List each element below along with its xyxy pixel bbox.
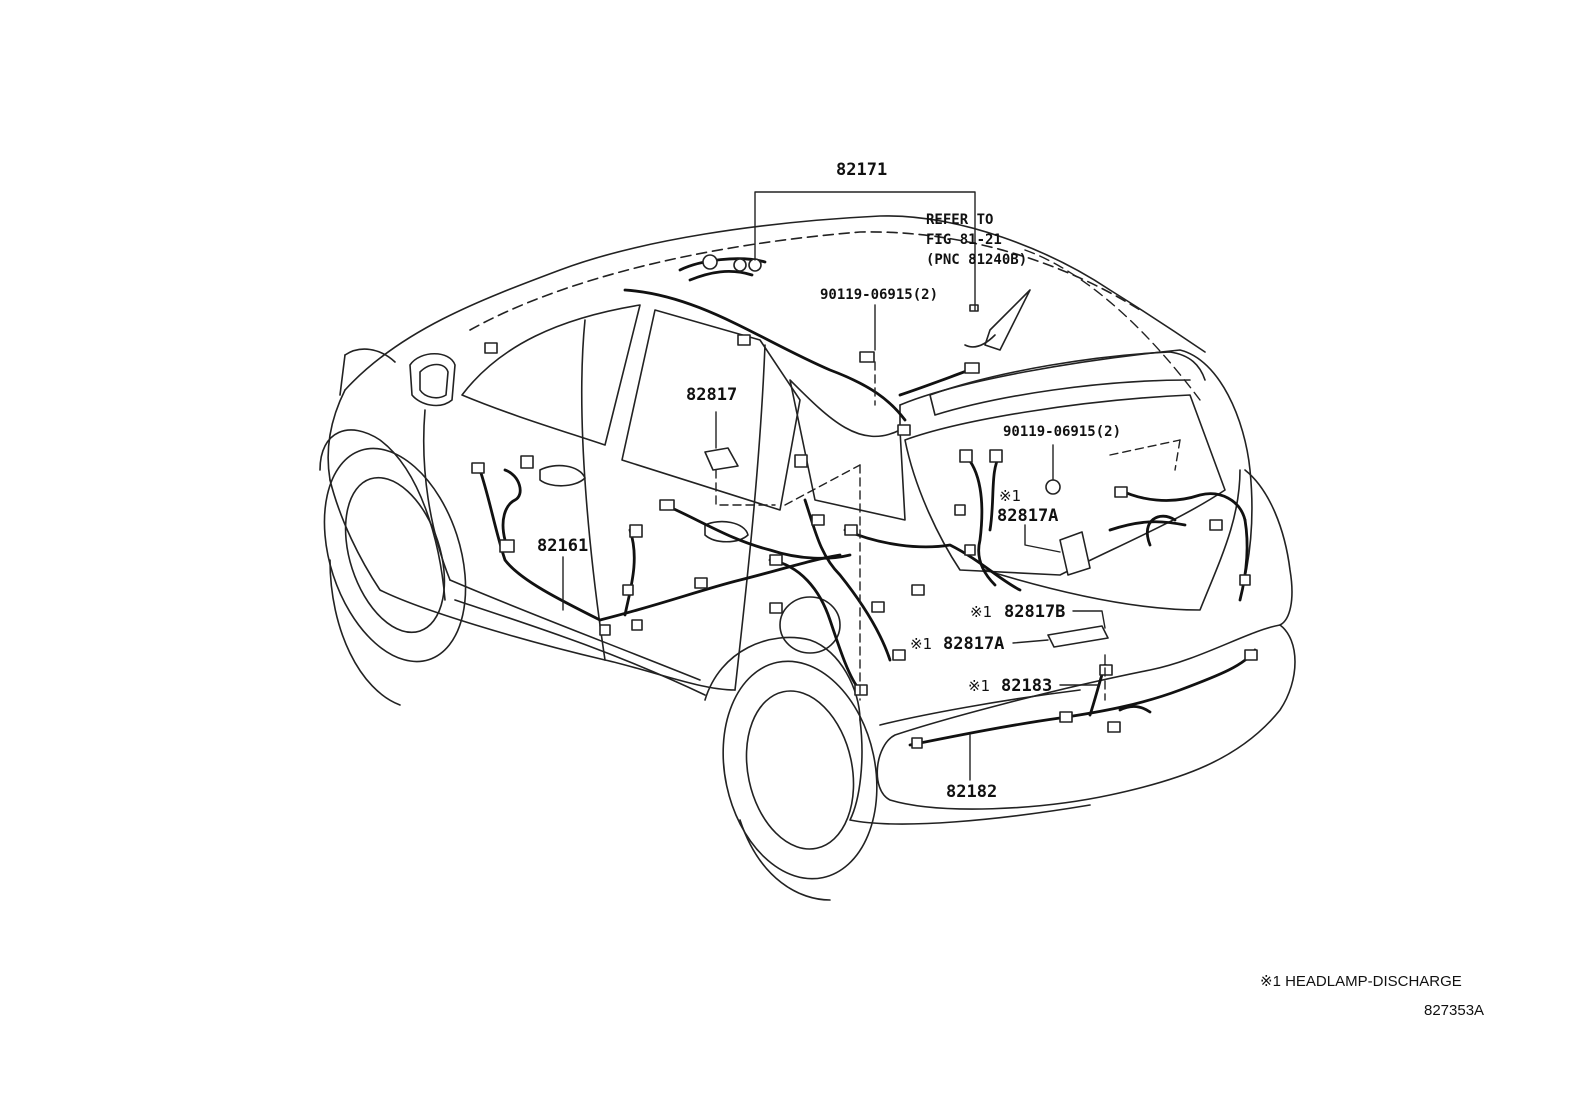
ref-mark-82817B: ※1 bbox=[970, 603, 993, 621]
wire-harnesses bbox=[478, 257, 1257, 747]
refer-note-line3: (PNC 81240B) bbox=[926, 252, 1028, 268]
callout-bolt-upper: 90119-06915(2) bbox=[820, 287, 939, 303]
callout-82182: 82182 bbox=[946, 782, 998, 802]
callout-82817A-top: 82817A bbox=[997, 506, 1059, 526]
connectors bbox=[471, 254, 1258, 749]
callout-82817: 82817 bbox=[686, 385, 738, 405]
callout-82161: 82161 bbox=[537, 536, 589, 556]
refer-note-line2: FIG 81-21 bbox=[926, 232, 1002, 248]
ref-mark-82817A-mid: ※1 bbox=[910, 635, 933, 653]
callout-82817A-mid: 82817A bbox=[943, 634, 1005, 654]
callout-82171: 82171 bbox=[836, 160, 888, 180]
footnote-mark: ※1 bbox=[1260, 973, 1281, 990]
callout-bolt-right: 90119-06915(2) bbox=[1003, 424, 1122, 440]
footnote-text: HEADLAMP-DISCHARGE bbox=[1285, 973, 1462, 990]
callout-82817B: 82817B bbox=[1004, 602, 1066, 622]
refer-note-line1: REFER TO bbox=[926, 212, 994, 228]
ref-mark-82183: ※1 bbox=[968, 677, 991, 695]
car-body-outline bbox=[319, 215, 1296, 901]
footnote: ※1 HEADLAMP-DISCHARGE bbox=[1260, 972, 1462, 990]
figure-id: 827353A bbox=[1424, 1002, 1485, 1019]
callout-82183: 82183 bbox=[1001, 676, 1053, 696]
label-plates bbox=[704, 447, 1109, 648]
leader-lines bbox=[562, 191, 1201, 781]
ref-mark-82817A-top: ※1 bbox=[999, 487, 1022, 505]
